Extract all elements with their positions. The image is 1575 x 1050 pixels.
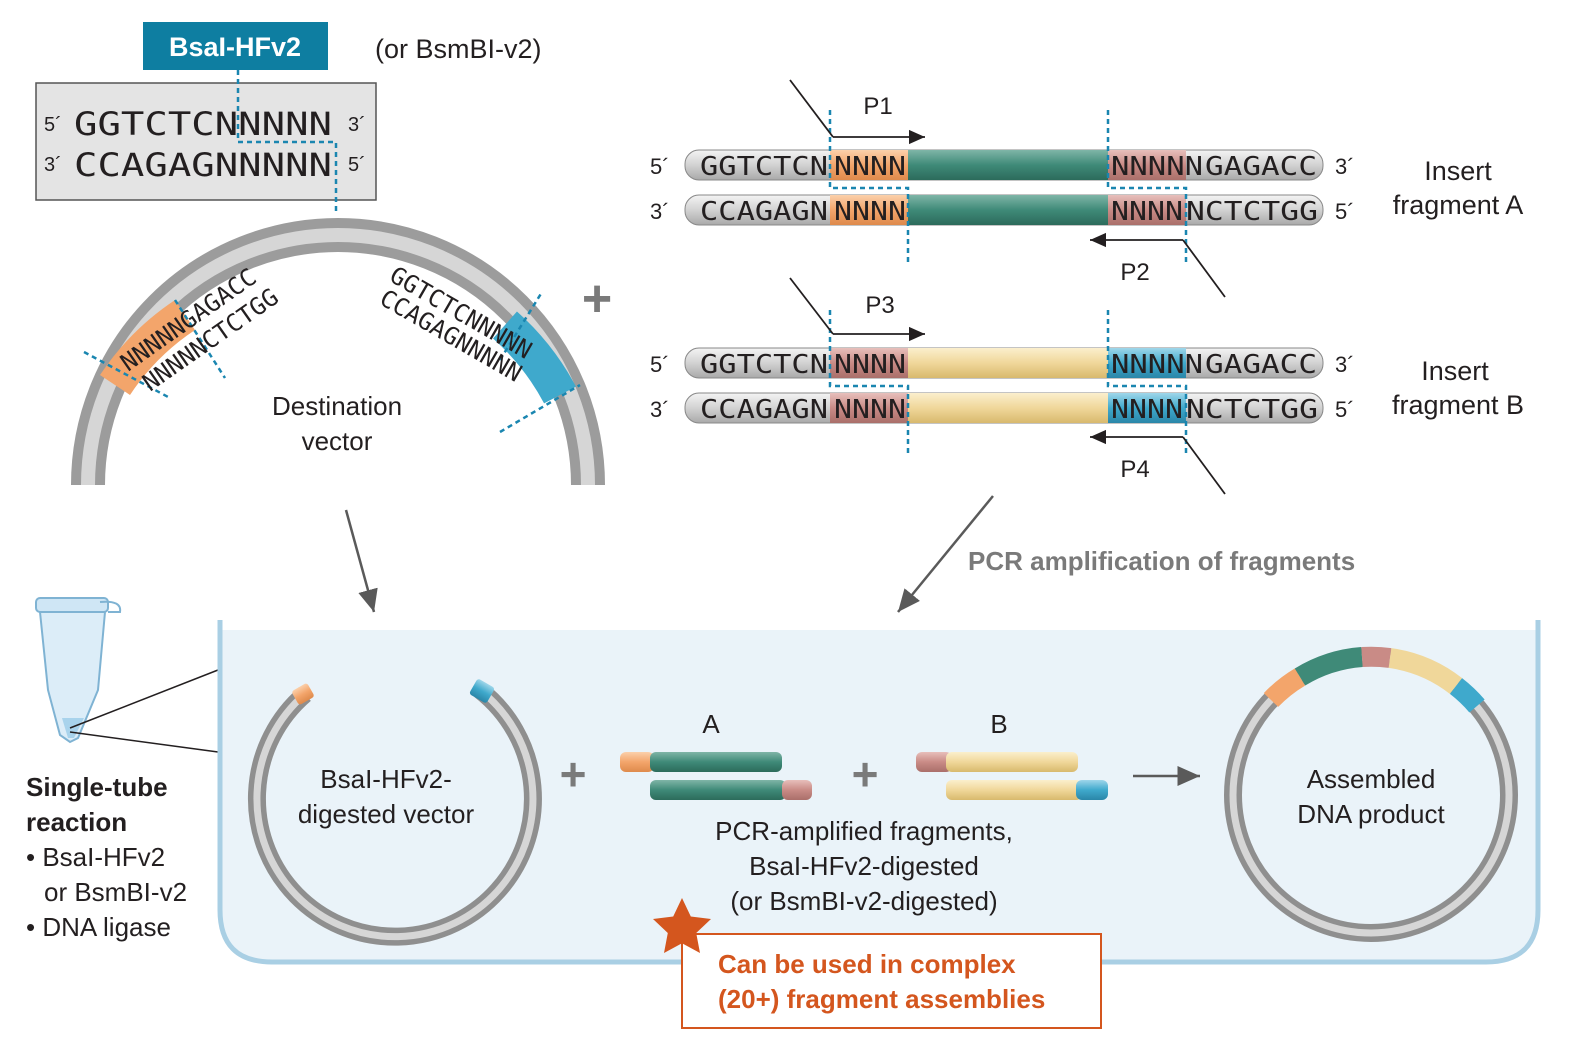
enzyme-section: BsaI-HFv2 (or BsmBI-v2) 5´ GGTCTCNNNNN 3… <box>35 22 542 212</box>
svg-text:GAGACC: GAGACC <box>1205 152 1317 182</box>
star-icon <box>653 898 711 953</box>
digested-vector-ring: BsaI-HFv2- digested vector <box>247 679 542 946</box>
complex-assembly-callout: Can be used in complex (20+) fragment as… <box>653 898 1102 1029</box>
insert-fragment-b: 5´ 3´ 3´ 5´ GGTCTCN NNNN NNNNN GAGACC CC… <box>650 277 1524 495</box>
svg-text:GGTCTCN: GGTCTCN <box>700 152 828 182</box>
enzyme-alt: (or BsmBI-v2) <box>375 34 542 64</box>
plus-sign-reaction-2: + <box>852 748 879 800</box>
fragment-b-name-line1: Insert <box>1421 356 1489 386</box>
fragment-a-name-line1: Insert <box>1424 156 1492 186</box>
callout-line1: Can be used in complex <box>718 949 1016 979</box>
cut-site-dotted-line <box>236 70 338 212</box>
digested-vector-label-line2: digested vector <box>298 799 475 829</box>
recognition-bottom-strand: CCAGAGNNNNN <box>74 146 332 184</box>
primer-p1-label: P1 <box>863 93 892 120</box>
plus-sign-reaction-1: + <box>560 748 587 800</box>
vector-to-reaction-arrow <box>344 509 378 613</box>
svg-text:CCAGAGN: CCAGAGN <box>700 197 828 227</box>
tube-title-line1: Single-tube <box>26 772 168 802</box>
primer-p2-label: P2 <box>1120 259 1149 286</box>
callout-box <box>681 933 1102 1029</box>
svg-text:NNNN: NNNN <box>834 350 906 380</box>
pcr-to-reaction-arrow <box>897 495 994 613</box>
svg-text:5´: 5´ <box>1335 199 1355 224</box>
tube-bullet-enzyme-alt: or BsmBI-v2 <box>44 877 187 907</box>
svg-text:5´: 5´ <box>1335 397 1355 422</box>
pcr-fragments-caption-line2: BsaI-HFv2-digested <box>749 851 979 881</box>
product-label-line1: Assembled <box>1307 764 1436 794</box>
bottom-3-end: 3´ <box>44 154 62 176</box>
vector-orange-overhang <box>100 300 196 396</box>
tube-bullet-ligase: • DNA ligase <box>26 912 171 942</box>
product-label-line2: DNA product <box>1297 799 1445 829</box>
tube-title-line2: reaction <box>26 807 127 837</box>
vector-label-line2: vector <box>302 426 373 456</box>
svg-text:NNNN: NNNN <box>834 197 906 227</box>
primer-p3-label: P3 <box>865 292 894 319</box>
single-tube-icon <box>35 597 219 753</box>
fragment-a-name-line2: fragment A <box>1393 190 1524 220</box>
pcr-fragments-caption-line3: (or BsmBI-v2-digested) <box>730 886 997 916</box>
svg-text:NCTCTGG: NCTCTGG <box>1186 197 1318 227</box>
pcr-fragments-caption-line1: PCR-amplified fragments, <box>715 816 1013 846</box>
digested-fragment-a: A <box>620 709 812 800</box>
svg-text:GAGACC: GAGACC <box>1205 350 1317 380</box>
fragment-b-name-line2: fragment B <box>1392 390 1524 420</box>
recognition-top-strand: GGTCTCNNNNN <box>74 105 332 143</box>
svg-text:NNNN: NNNN <box>834 152 906 182</box>
digested-vector-label-line1: BsaI-HFv2- <box>320 764 451 794</box>
top-5-end: 5´ <box>44 114 62 136</box>
tube-bullet-enzyme: • BsaI-HFv2 <box>26 842 165 872</box>
reaction-tank-fill <box>220 630 1538 962</box>
vector-cyan-overhang <box>492 311 576 404</box>
svg-text:NNNNN: NNNNN <box>1111 152 1203 182</box>
vector-label-line1: Destination <box>272 391 402 421</box>
digested-fragment-b: B <box>916 709 1108 800</box>
svg-text:NNNN: NNNN <box>1111 395 1183 425</box>
insert-fragment-a: 5´ 3´ 3´ 5´ GGTCTCN NNNN NNNNN GAGACC CC… <box>650 79 1524 298</box>
svg-text:NNNN: NNNN <box>1111 197 1183 227</box>
svg-text:CCAGAGN: CCAGAGN <box>700 395 828 425</box>
plus-sign-top: + <box>582 270 612 328</box>
digested-fragment-b-label: B <box>990 709 1007 739</box>
svg-text:3´: 3´ <box>650 199 670 224</box>
enzyme-label-box <box>143 22 328 70</box>
svg-text:NNNN: NNNN <box>834 395 906 425</box>
digested-fragment-a-label: A <box>702 709 720 739</box>
svg-text:5´: 5´ <box>650 352 670 377</box>
destination-vector: NNNNNGAGACC NNNNNCTCTGG GGTCTCNNNNN CCAG… <box>71 218 605 486</box>
svg-text:GGTCTCN: GGTCTCN <box>700 350 828 380</box>
svg-text:5´: 5´ <box>650 154 670 179</box>
svg-text:3´: 3´ <box>650 397 670 422</box>
pcr-amplification-label: PCR amplification of fragments <box>968 546 1355 576</box>
assembled-dna-product: Assembled DNA product <box>1224 646 1518 942</box>
svg-text:3´: 3´ <box>1335 352 1355 377</box>
bottom-5-end: 5´ <box>348 154 366 176</box>
svg-text:NNNNN: NNNNN <box>1111 350 1203 380</box>
primer-p4-label: P4 <box>1120 456 1149 483</box>
enzyme-label: BsaI-HFv2 <box>169 32 301 62</box>
top-3-end: 3´ <box>348 114 366 136</box>
svg-text:NCTCTGG: NCTCTGG <box>1186 395 1318 425</box>
callout-line2: (20+) fragment assemblies <box>718 984 1045 1014</box>
svg-text:3´: 3´ <box>1335 154 1355 179</box>
